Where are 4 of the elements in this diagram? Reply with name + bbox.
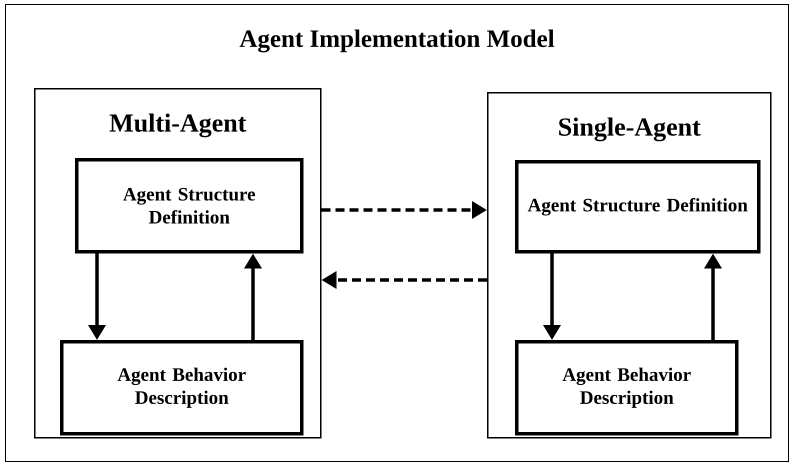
process-box: Agent Behavior Description bbox=[60, 340, 304, 436]
process-box: Agent Behavior Description bbox=[515, 340, 738, 436]
process-box: Agent Structure Definition bbox=[75, 158, 304, 254]
process-box: Agent Structure Definition bbox=[515, 160, 760, 254]
